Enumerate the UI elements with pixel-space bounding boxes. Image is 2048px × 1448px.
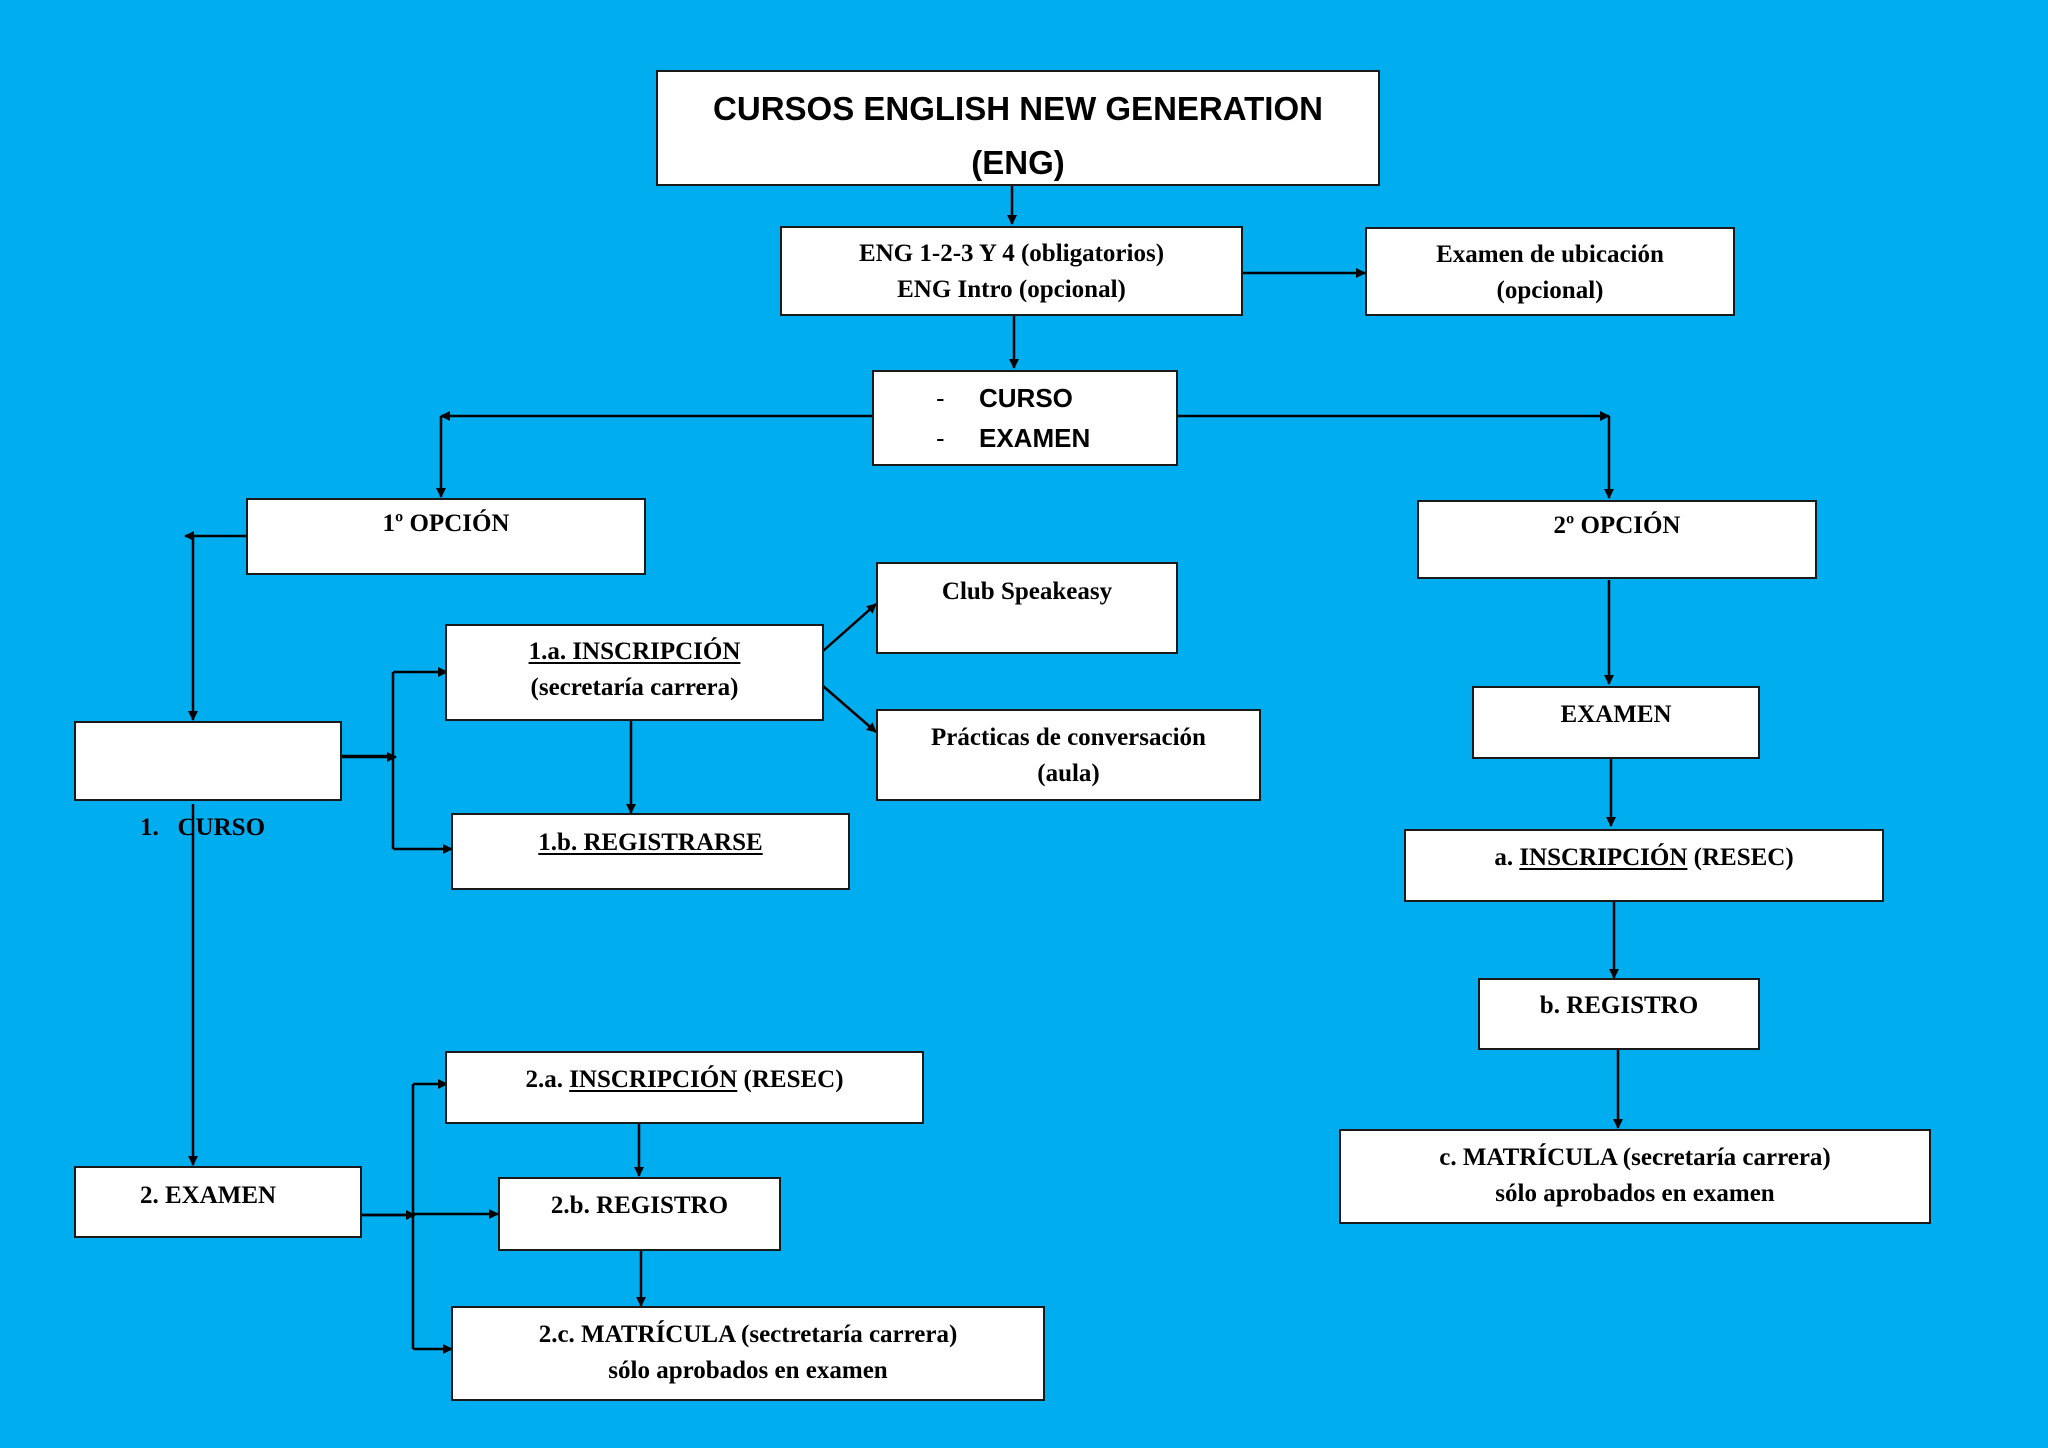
practicas-box: Prácticas de conversación (aula) [876,709,1261,801]
curso-box: 1. CURSO [74,721,342,841]
modes-box: - CURSO - EXAMEN [872,370,1178,466]
registro-b-box: b. REGISTRO [1478,978,1760,1050]
inscripcion-a-suffix: (RESEC) [1687,844,1794,871]
placement-line2: (opcional) [1496,277,1604,305]
opcion1-label: 1º OPCIÓN [382,510,510,537]
eng-levels-line2: ENG Intro (opcional) [897,276,1126,304]
matricula-2c-line2: sólo aprobados en examen [608,1357,888,1385]
title-box: CURSOS ENGLISH NEW GENERATION (ENG) [656,70,1380,186]
inscripcion-2a-box: 2.a. INSCRIPCIÓN (RESEC) [445,1051,924,1124]
inscripcion-2a-title: INSCRIPCIÓN [569,1066,738,1093]
arrow-inscripcion-to-club [822,603,877,652]
mode-dash: - [936,423,945,453]
arrow-inscripcion-to-practicas [822,685,877,733]
mode-dash: - [936,383,945,413]
placement-line1: Examen de ubicación [1436,241,1664,268]
opcion1-box: 1º OPCIÓN [246,498,646,575]
examen-2-label: 2. EXAMEN [140,1182,277,1209]
club-speakeasy-label: Club Speakeasy [941,578,1113,605]
title-line2: (ENG) [971,144,1065,182]
examen-2-box: 2. EXAMEN [74,1166,362,1238]
registro-b-label: b. REGISTRO [1539,992,1699,1019]
matricula-c-line1: c. MATRÍCULA (secretaría carrera) [1439,1144,1831,1171]
inscripcion-a-title: INSCRIPCIÓN [1519,844,1688,871]
matricula-2c-box: 2.c. MATRÍCULA (sectretaría carrera) sól… [451,1306,1045,1401]
eng-levels-line1: ENG 1-2-3 Y 4 (obligatorios) [858,240,1165,267]
inscripcion-1a-title: 1.a. INSCRIPCIÓN [528,638,741,665]
title-line1: CURSOS ENGLISH NEW GENERATION [713,90,1323,127]
mode-examen-label: EXAMEN [979,423,1091,453]
inscripcion-a-prefix: a. [1494,844,1520,871]
mode-curso-label: CURSO [979,383,1073,413]
registrarse-1b-label: 1.b. REGISTRARSE [538,829,763,856]
curso-label: 1. CURSO [140,813,266,841]
mode-item-examen: - EXAMEN [874,418,1176,458]
opcion2-box: 2º OPCIÓN [1417,500,1817,579]
opcion2-label: 2º OPCIÓN [1553,512,1681,539]
registrarse-1b-box: 1.b. REGISTRARSE [451,813,850,890]
placement-exam-box: Examen de ubicación (opcional) [1365,227,1735,316]
examen-opcion2-label: EXAMEN [1560,701,1672,728]
eng-levels-box: ENG 1-2-3 Y 4 (obligatorios) ENG Intro (… [780,226,1243,316]
club-speakeasy-box: Club Speakeasy [876,562,1178,654]
practicas-line1: Prácticas de conversación [931,724,1206,751]
matricula-c-box: c. MATRÍCULA (secretaría carrera) sólo a… [1339,1129,1931,1224]
matricula-c-line2: sólo aprobados en examen [1495,1180,1775,1208]
inscripcion-2a-suffix: (RESEC) [737,1066,844,1093]
matricula-2c-line1: 2.c. MATRÍCULA (sectretaría carrera) [538,1321,958,1348]
examen-opcion2-box: EXAMEN [1472,686,1760,759]
practicas-line2: (aula) [1037,760,1100,788]
inscripcion-1a-sub: (secretaría carrera) [530,674,739,702]
registro-2b-label: 2.b. REGISTRO [550,1192,729,1219]
mode-item-curso: - CURSO [874,378,1176,418]
registro-2b-box: 2.b. REGISTRO [498,1177,781,1251]
inscripcion-1a-box: 1.a. INSCRIPCIÓN (secretaría carrera) [445,624,824,721]
inscripcion-2a-prefix: 2.a. [525,1066,570,1093]
inscripcion-a-box: a. INSCRIPCIÓN (RESEC) [1404,829,1884,902]
